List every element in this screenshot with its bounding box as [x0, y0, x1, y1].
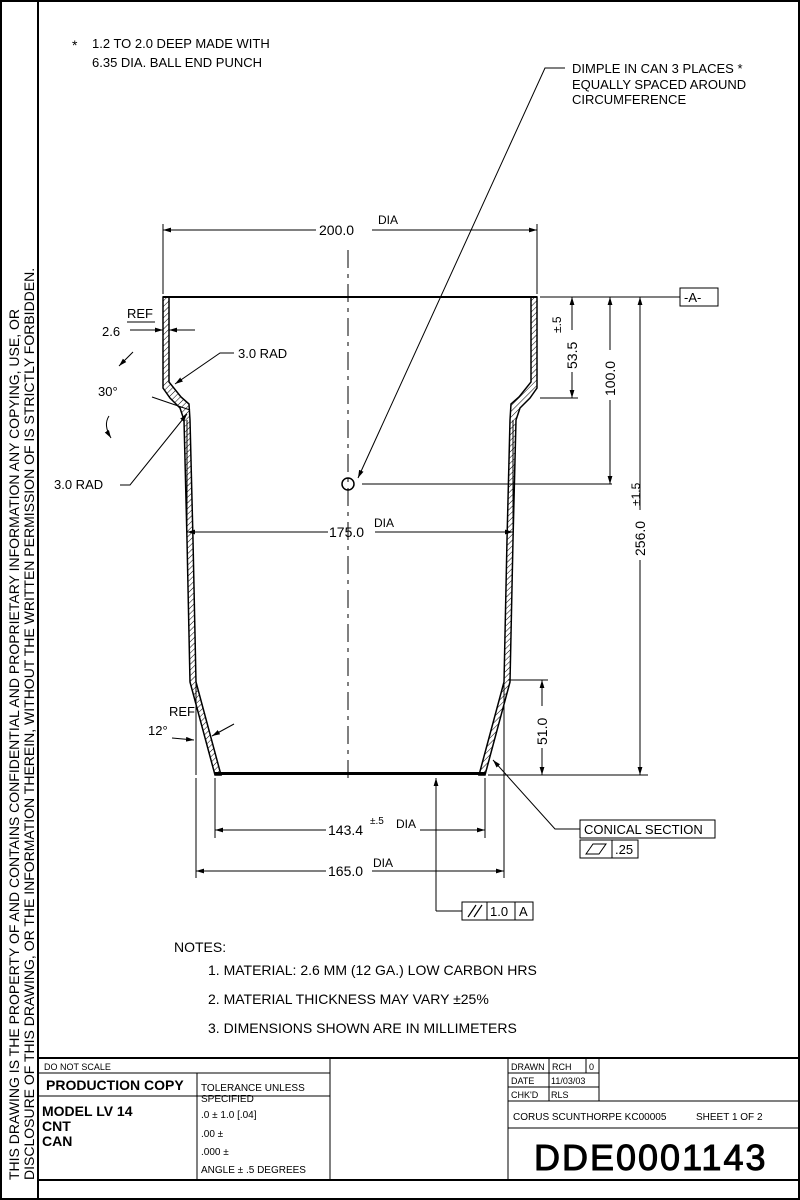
angle12-arrow-right [211, 723, 235, 737]
company-code: CORUS SCUNTHORPE KC00005 [513, 1112, 667, 1123]
dimple-circle [341, 477, 355, 491]
dim-175-dia: DIA [374, 516, 394, 530]
model-line3: CAN [42, 1133, 72, 1149]
angle30-label: 30° [98, 384, 118, 399]
datum-a-label: -A- [684, 290, 701, 305]
tol-line1: TOLERANCE UNLESS [201, 1083, 305, 1094]
flatness-icon [585, 843, 607, 855]
rad-top-leader [174, 352, 234, 385]
can-profile [162, 250, 612, 780]
side-text-line2: DISCLOSURE OF THIS DRAWING, OR THE INFOR… [21, 268, 37, 1180]
angle12-label: 12° [148, 723, 168, 738]
parallelism-datum: A [519, 904, 528, 919]
conical-label: CONICAL SECTION [584, 822, 703, 837]
drawing-number: DDE0001143 [534, 1137, 768, 1178]
parallelism-icon-a [467, 904, 477, 918]
dim-1434-tol: ±.5 [370, 816, 384, 827]
flatness-symbol-box [579, 839, 613, 859]
tol-line5: .000 ± [201, 1147, 229, 1158]
top-note-line1: 1.2 TO 2.0 DEEP MADE WITH [92, 36, 270, 51]
side-text-line1: THIS DRAWING IS THE PROPERTY OF AND CONT… [6, 309, 22, 1180]
rad-left-leader [120, 413, 188, 486]
conical-leader [492, 759, 580, 830]
dimple-leader [357, 67, 565, 479]
dimple-note-line3: CIRCUMFERENCE [572, 92, 686, 107]
parallelism-datum-box [514, 901, 534, 921]
production-copy: PRODUCTION COPY [46, 1077, 184, 1093]
dim-535-value: 53.5 [564, 342, 580, 369]
conical-label-box [579, 819, 716, 839]
tol-line3: .0 ± 1.0 [.04] [201, 1110, 257, 1121]
sheet-number: SHEET 1 OF 2 [696, 1112, 763, 1123]
note-2: 2. MATERIAL THICKNESS MAY VARY ±25% [208, 991, 489, 1007]
chkd-value: RLS [551, 1090, 569, 1100]
parallelism-icon-b [473, 904, 483, 918]
dim-256-value: 256.0 [632, 521, 648, 556]
note-3: 3. DIMENSIONS SHOWN ARE IN MILLIMETERS [208, 1020, 517, 1036]
parallelism-tol: 1.0 [490, 904, 508, 919]
dim-175-value: 175.0 [329, 524, 364, 540]
datum-a-box [679, 287, 719, 307]
ref-label-top: REF [127, 306, 153, 321]
angle30-arc [104, 415, 112, 439]
dim-51-value: 51.0 [534, 718, 550, 745]
dim-200-dia: DIA [378, 213, 398, 227]
top-note-star: * [72, 37, 78, 53]
dimple-note-line2: EQUALLY SPACED AROUND [572, 77, 746, 92]
wall-thickness: 2.6 [102, 324, 120, 339]
angle30-ext [151, 396, 191, 411]
dim-256-tol: ±1.5 [629, 482, 643, 506]
ref-label-bottom: REF [169, 704, 195, 719]
angle30-arrow-top [118, 351, 134, 367]
chkd-label: CHK'D [511, 1090, 539, 1100]
model-line1: MODEL LV 14 [42, 1103, 133, 1119]
note-1: 1. MATERIAL: 2.6 MM (12 GA.) LOW CARBON … [208, 962, 537, 978]
revision: 0 [589, 1062, 594, 1072]
date-value: 11/03/03 [551, 1076, 585, 1086]
do-not-scale: DO NOT SCALE [44, 1062, 111, 1072]
date-label: DATE [511, 1076, 534, 1086]
drawn-label: DRAWN [511, 1062, 545, 1072]
can-bottom [215, 772, 485, 775]
dim-1434-dia: DIA [396, 817, 416, 831]
dim-165-dia: DIA [373, 856, 393, 870]
dim-535-tol: ±.5 [550, 316, 564, 333]
dim-200-value: 200.0 [319, 222, 354, 238]
rad-top-label: 3.0 RAD [238, 346, 287, 361]
right-wall [478, 296, 538, 776]
flatness-tol: .25 [615, 842, 633, 857]
flatness-tol-box [611, 839, 639, 859]
tol-line2: SPECIFIED [201, 1094, 254, 1105]
title-block [38, 1057, 799, 1181]
dim-1434-value: 143.4 [328, 822, 363, 838]
dim-165-value: 165.0 [328, 863, 363, 879]
model-line2: CNT [42, 1118, 71, 1134]
drawn-value: RCH [552, 1062, 572, 1072]
rad-left-label: 3.0 RAD [54, 477, 103, 492]
tol-line4: .00 ± [201, 1129, 224, 1140]
dim-100-value: 100.0 [602, 361, 618, 396]
top-note-line2: 6.35 DIA. BALL END PUNCH [92, 55, 262, 70]
dimple-note-line1: DIMPLE IN CAN 3 PLACES * [572, 61, 743, 76]
side-confidential-text: THIS DRAWING IS THE PROPERTY OF AND CONT… [6, 268, 37, 1180]
angle12-arrow-left [171, 736, 195, 742]
notes-title: NOTES: [174, 939, 226, 955]
tol-line6: ANGLE ± .5 DEGREES [201, 1165, 306, 1176]
